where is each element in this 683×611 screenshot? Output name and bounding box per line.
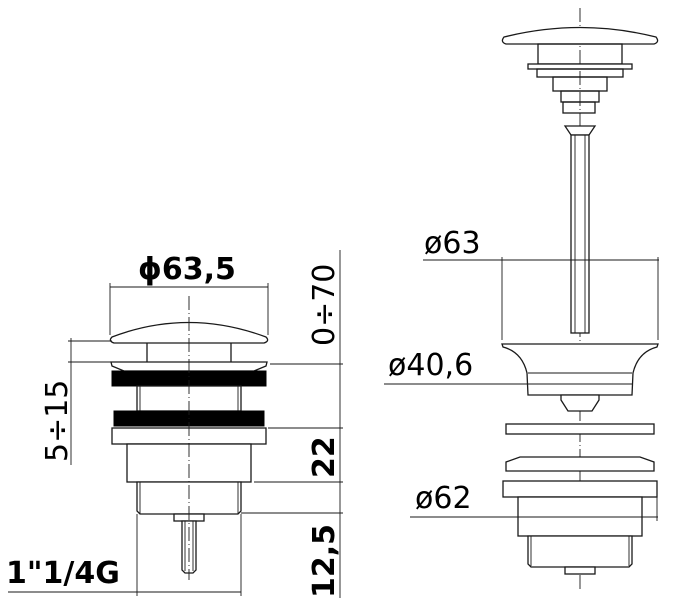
left-assembled-view: ϕ63,5	[6, 250, 343, 598]
exploded-flange	[501, 343, 659, 396]
base-diameter-dimension: ø62	[410, 481, 658, 521]
vertical-dimension-chain: 0÷70 22 12,5	[241, 250, 343, 598]
thread-size-dimension: 1"1/4G	[6, 514, 242, 596]
body-height-label: 22	[307, 436, 342, 478]
flange-inner-diameter-label: ø40,6	[388, 348, 473, 383]
sleeve-diameter-label: ø63	[424, 226, 481, 261]
base-outlet	[564, 566, 596, 575]
thread-size-label: 1"1/4G	[6, 556, 120, 591]
rod-head	[563, 125, 597, 136]
thread-length-label: 12,5	[307, 524, 342, 598]
exploded-cap	[501, 26, 659, 45]
sleeve-diameter-dimension: ø63	[423, 226, 659, 340]
upper-washer	[505, 423, 655, 435]
base-body	[517, 496, 643, 537]
base-thread	[527, 535, 633, 568]
pin	[181, 520, 197, 574]
rod	[570, 134, 590, 334]
flange-adjust-label: 5÷15	[40, 380, 75, 462]
flange-inner-diameter-dimension: ø40,6	[384, 348, 632, 385]
base-diameter-label: ø62	[415, 481, 472, 516]
lower-washer	[505, 456, 655, 472]
base-ring	[502, 480, 658, 498]
stroke-range-label: 0÷70	[307, 264, 342, 346]
flange-adjust-dimension: 5÷15	[40, 338, 112, 465]
cap-diameter-dimension: ϕ63,5	[109, 252, 269, 335]
cap-diameter-label: ϕ63,5	[138, 252, 236, 287]
right-exploded-view: ø63 ø40,6 ø62	[384, 8, 659, 590]
flange-nipple	[560, 394, 600, 412]
